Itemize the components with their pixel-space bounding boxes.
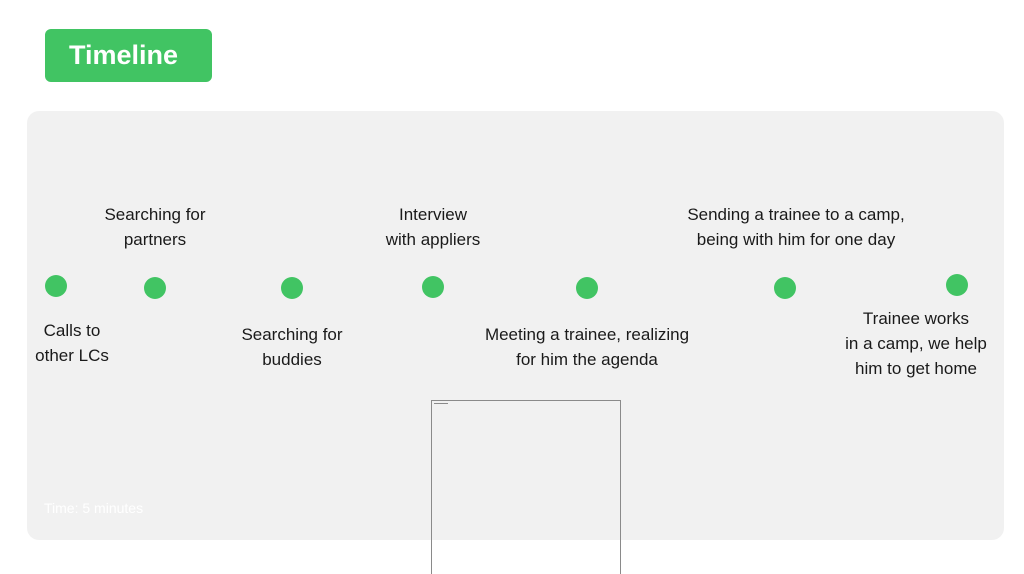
timeline-label-3: Searching for buddies: [241, 325, 343, 369]
timeline-dot-4: [422, 276, 444, 298]
timeline-dot-2: [144, 277, 166, 299]
timeline-dot-1: [45, 275, 67, 297]
timeline-label-4: Interview with appliers: [385, 205, 481, 249]
timeline-label-5: Meeting a trainee, realizing for him the…: [484, 325, 690, 369]
timeline-panel: [27, 111, 1004, 540]
page-title: Timeline: [45, 29, 212, 82]
timeline-label-1: Calls to other LCs: [35, 321, 109, 365]
timeline-dot-3: [281, 277, 303, 299]
frame-caption-mark: [434, 403, 448, 404]
embedded-frame: [431, 400, 621, 574]
timeline-dot-7: [946, 274, 968, 296]
timeline-label-7: Trainee works in a camp, we help him to …: [845, 309, 987, 378]
timeline-label-2: Searching for partners: [104, 205, 206, 249]
time-note: Time: 5 minutes: [44, 500, 144, 516]
timeline-label-6: Sending a trainee to a camp, being with …: [687, 205, 905, 249]
timeline-dot-6: [774, 277, 796, 299]
timeline-dot-5: [576, 277, 598, 299]
